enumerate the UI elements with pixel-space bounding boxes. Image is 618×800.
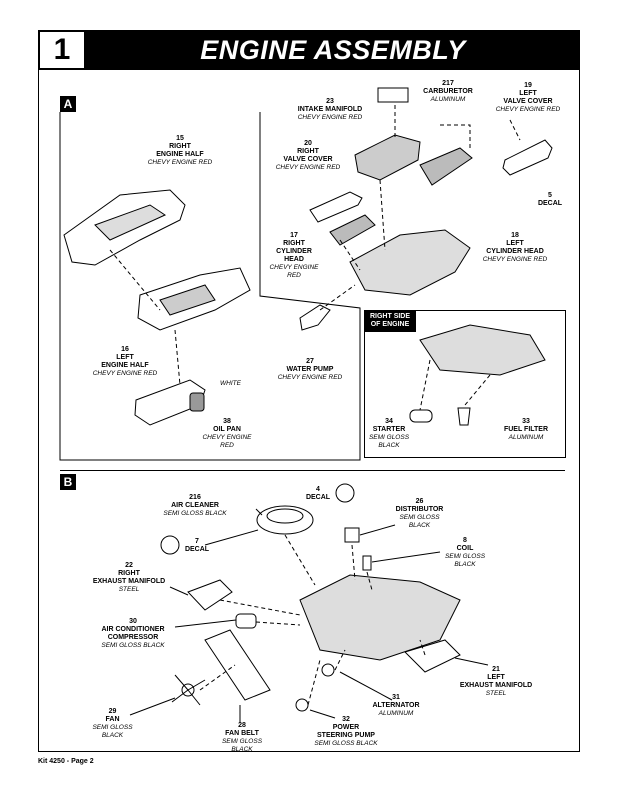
fan-drawing xyxy=(171,674,206,706)
ac-compressor-drawing xyxy=(235,613,257,629)
carburetor-drawing xyxy=(377,87,409,103)
engine-block-b-drawing xyxy=(299,574,461,661)
section-label-a: A xyxy=(60,96,76,112)
oil-filter-drawing xyxy=(189,392,205,412)
alternator-drawing xyxy=(321,663,335,677)
inset-title: RIGHT SIDE OF ENGINE xyxy=(364,310,416,332)
left-valve-cover-drawing xyxy=(502,139,553,176)
left-exhaust-manifold-drawing xyxy=(404,639,461,673)
starter-drawing xyxy=(409,409,433,423)
engine-block-a-drawing xyxy=(349,229,471,296)
right-valve-cover-drawing xyxy=(309,191,363,223)
decal-4-icon xyxy=(335,483,355,503)
power-steering-pump-drawing xyxy=(295,698,309,712)
distributor-drawing xyxy=(344,527,360,543)
fan-belt-drawing xyxy=(204,629,271,701)
step-number: 1 xyxy=(38,30,86,70)
decal-7-icon xyxy=(160,535,180,555)
coil-drawing xyxy=(362,555,372,571)
section-label-b: B xyxy=(60,474,76,490)
intake-manifold-drawing xyxy=(354,134,421,181)
right-cylinder-head-drawing xyxy=(329,214,376,246)
right-exhaust-manifold-drawing xyxy=(187,579,233,611)
fuel-filter-drawing xyxy=(457,407,471,426)
section-divider xyxy=(60,470,565,471)
page-footer: Kit 4250 - Page 2 xyxy=(38,758,94,765)
water-pump-drawing xyxy=(299,304,331,331)
white-note: WHITE xyxy=(220,380,241,387)
page-title: ENGINE ASSEMBLY xyxy=(86,30,580,70)
left-cylinder-head-drawing xyxy=(419,147,473,186)
section-a-outline xyxy=(59,112,361,461)
